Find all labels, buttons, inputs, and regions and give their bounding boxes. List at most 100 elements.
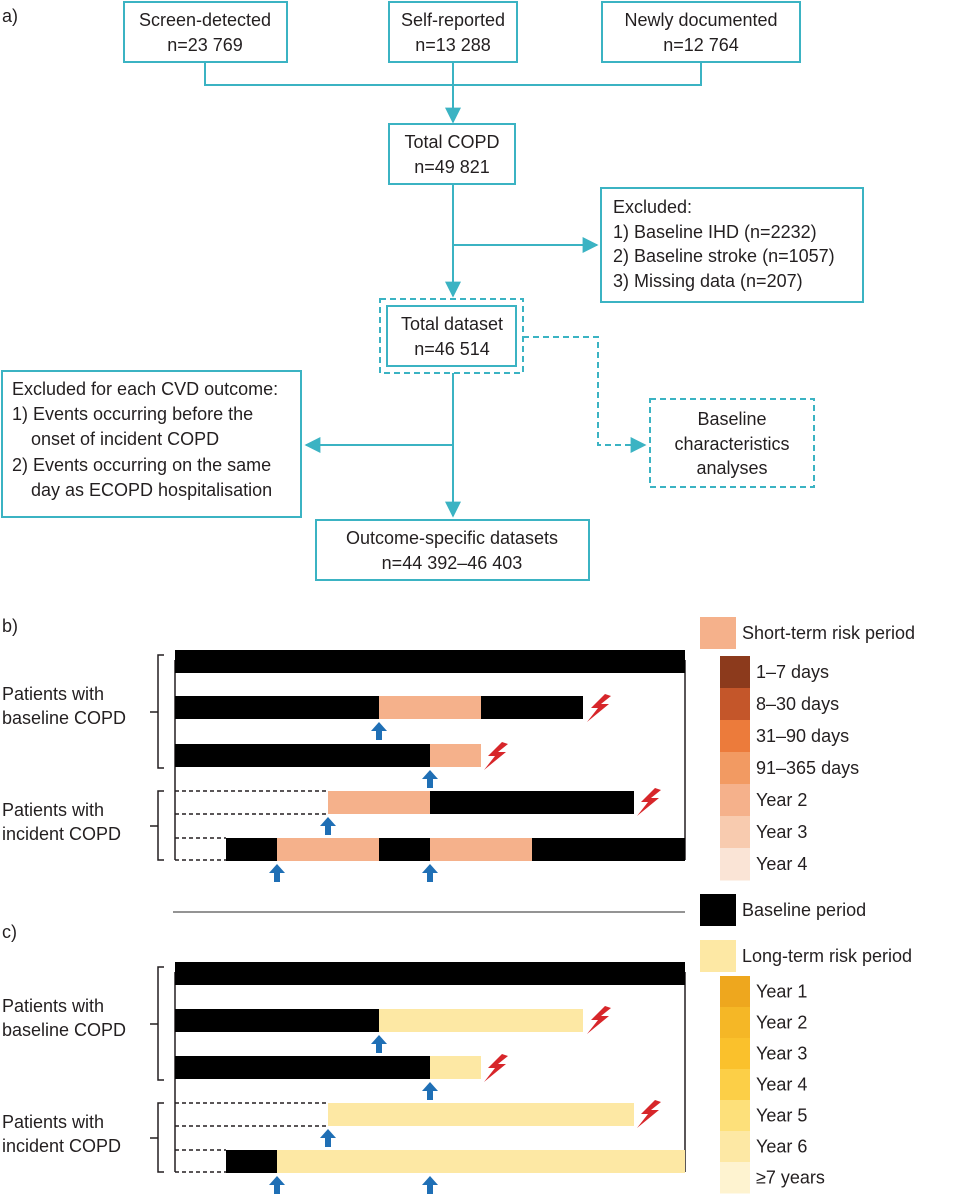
excluded-item-3: 3) Missing data (n=207) — [613, 271, 803, 291]
panel-b-group2-line-1: Patients with — [2, 800, 104, 820]
panel-b-row-3 — [175, 744, 481, 767]
up-arrow-icon — [371, 1035, 387, 1053]
legend-scale-label: Year 5 — [756, 1106, 807, 1126]
panel-b-label: b) — [2, 616, 18, 636]
legend-long-term-title: Long-term risk period — [742, 946, 912, 966]
panel-a-label: a) — [2, 6, 18, 26]
screen-detected-title: Screen-detected — [139, 10, 271, 30]
baseline-segment — [175, 1056, 430, 1079]
panel-c-row-4 — [328, 1103, 634, 1126]
panel-b-row-2 — [175, 696, 583, 719]
total-copd-box: Total COPD n=49 821 — [388, 123, 516, 185]
legend-scale-swatch — [720, 1162, 750, 1194]
legend-scale-swatch — [720, 1069, 750, 1101]
baseline-segment — [175, 1009, 379, 1032]
legend-baseline-title: Baseline period — [742, 900, 866, 920]
panel-c-group2-line-1: Patients with — [2, 1112, 104, 1132]
panel-c-dashes — [175, 1102, 328, 1173]
excluded-cvd-box: Excluded for each CVD outcome: 1) Events… — [1, 370, 302, 518]
short-term-risk-segment — [277, 838, 379, 861]
baseline-segment — [226, 1150, 277, 1173]
baseline-analyses-box: Baseline characteristics analyses — [649, 398, 815, 488]
legend-long-term-swatch — [700, 940, 736, 972]
up-arrow-icon — [371, 722, 387, 740]
flow-connector-2 — [445, 184, 599, 298]
excluded-cvd-line-5: day as ECOPD hospitalisation — [31, 480, 272, 500]
up-arrow-icon — [422, 1082, 438, 1100]
legend-scale-label: Year 4 — [756, 854, 807, 874]
panel-b-group2-line-2: incident COPD — [2, 824, 121, 844]
legend-scale-swatch — [720, 1131, 750, 1163]
panel-c-brackets — [150, 966, 164, 1173]
panel-b-brackets — [150, 654, 164, 861]
legend-scale-label: 1–7 days — [756, 662, 829, 682]
total-dataset-box: Total dataset n=46 514 — [379, 298, 524, 374]
up-arrow-icon — [422, 1176, 438, 1194]
legend-scale-swatch — [720, 784, 750, 817]
excluded-item-2: 2) Baseline stroke (n=1057) — [613, 246, 835, 266]
legend-scale-label: ≥7 years — [756, 1168, 825, 1188]
legend-scale-label: Year 3 — [756, 822, 807, 842]
baseline-analyses-line-3: analyses — [696, 458, 767, 478]
excluded-item-1: 1) Baseline IHD (n=2232) — [613, 222, 817, 242]
screen-detected-count: n=23 769 — [167, 35, 243, 55]
panel-c-row-5 — [226, 1150, 685, 1173]
panel-c-row-1 — [175, 962, 685, 985]
legend-scale-label: Year 4 — [756, 1075, 807, 1095]
baseline-segment — [430, 791, 634, 814]
legend-scale-label: 91–365 days — [756, 758, 859, 778]
newly-documented-title: Newly documented — [624, 10, 777, 30]
lightning-icon — [637, 1100, 661, 1128]
newly-documented-count: n=12 764 — [663, 35, 739, 55]
legend-scale-swatch — [720, 720, 750, 753]
newly-documented-box: Newly documented n=12 764 — [601, 1, 801, 63]
baseline-segment — [175, 962, 685, 985]
legend-scale-swatch — [720, 1038, 750, 1070]
panel-b-row-5 — [226, 838, 685, 861]
lightning-icon — [587, 1006, 611, 1034]
self-reported-title: Self-reported — [401, 10, 505, 30]
legend-scale-swatch — [720, 1100, 750, 1132]
total-dataset-title: Total dataset — [401, 314, 503, 334]
self-reported-count: n=13 288 — [415, 35, 491, 55]
baseline-segment — [175, 650, 685, 673]
baseline-segment — [175, 744, 430, 767]
baseline-segment — [226, 838, 277, 861]
total-copd-title: Total COPD — [404, 132, 499, 152]
up-arrow-icon — [422, 770, 438, 788]
legend-short-term-title: Short-term risk period — [742, 623, 915, 643]
panel-b-group1-line-1: Patients with — [2, 684, 104, 704]
lightning-icon — [587, 694, 611, 722]
short-term-scale: 1–7 days 8–30 days 31–90 days 91–365 daysYe… — [720, 656, 859, 881]
baseline-segment — [379, 838, 430, 861]
legend-scale-swatch — [720, 688, 750, 721]
legend-scale-swatch — [720, 816, 750, 849]
legend-scale-label: 8–30 days — [756, 694, 839, 714]
legend-scale-swatch — [720, 976, 750, 1008]
long-term-risk-segment — [277, 1150, 685, 1173]
lightning-icon — [637, 788, 661, 816]
lightning-icon — [484, 742, 508, 770]
baseline-analyses-line-2: characteristics — [674, 434, 789, 454]
baseline-analyses-line-1: Baseline — [697, 409, 766, 429]
excluded-cvd-line-3: onset of incident COPD — [31, 429, 219, 449]
legend-scale-swatch — [720, 848, 750, 881]
short-term-risk-segment — [379, 696, 481, 719]
up-arrow-icon — [422, 864, 438, 882]
legend-baseline-swatch — [700, 894, 736, 926]
baseline-segment — [175, 696, 379, 719]
short-term-risk-segment — [328, 791, 430, 814]
panel-c-row-2 — [175, 1009, 583, 1032]
outcome-datasets-count: n=44 392–46 403 — [382, 553, 523, 573]
panel-b-dashes — [175, 790, 328, 861]
legend-scale-label: 31–90 days — [756, 726, 849, 746]
short-term-risk-segment — [430, 744, 481, 767]
long-term-risk-segment — [328, 1103, 634, 1126]
excluded-cvd-line-1: Excluded for each CVD outcome: — [12, 379, 278, 399]
baseline-segment — [481, 696, 583, 719]
flow-connector-3 — [304, 336, 647, 518]
